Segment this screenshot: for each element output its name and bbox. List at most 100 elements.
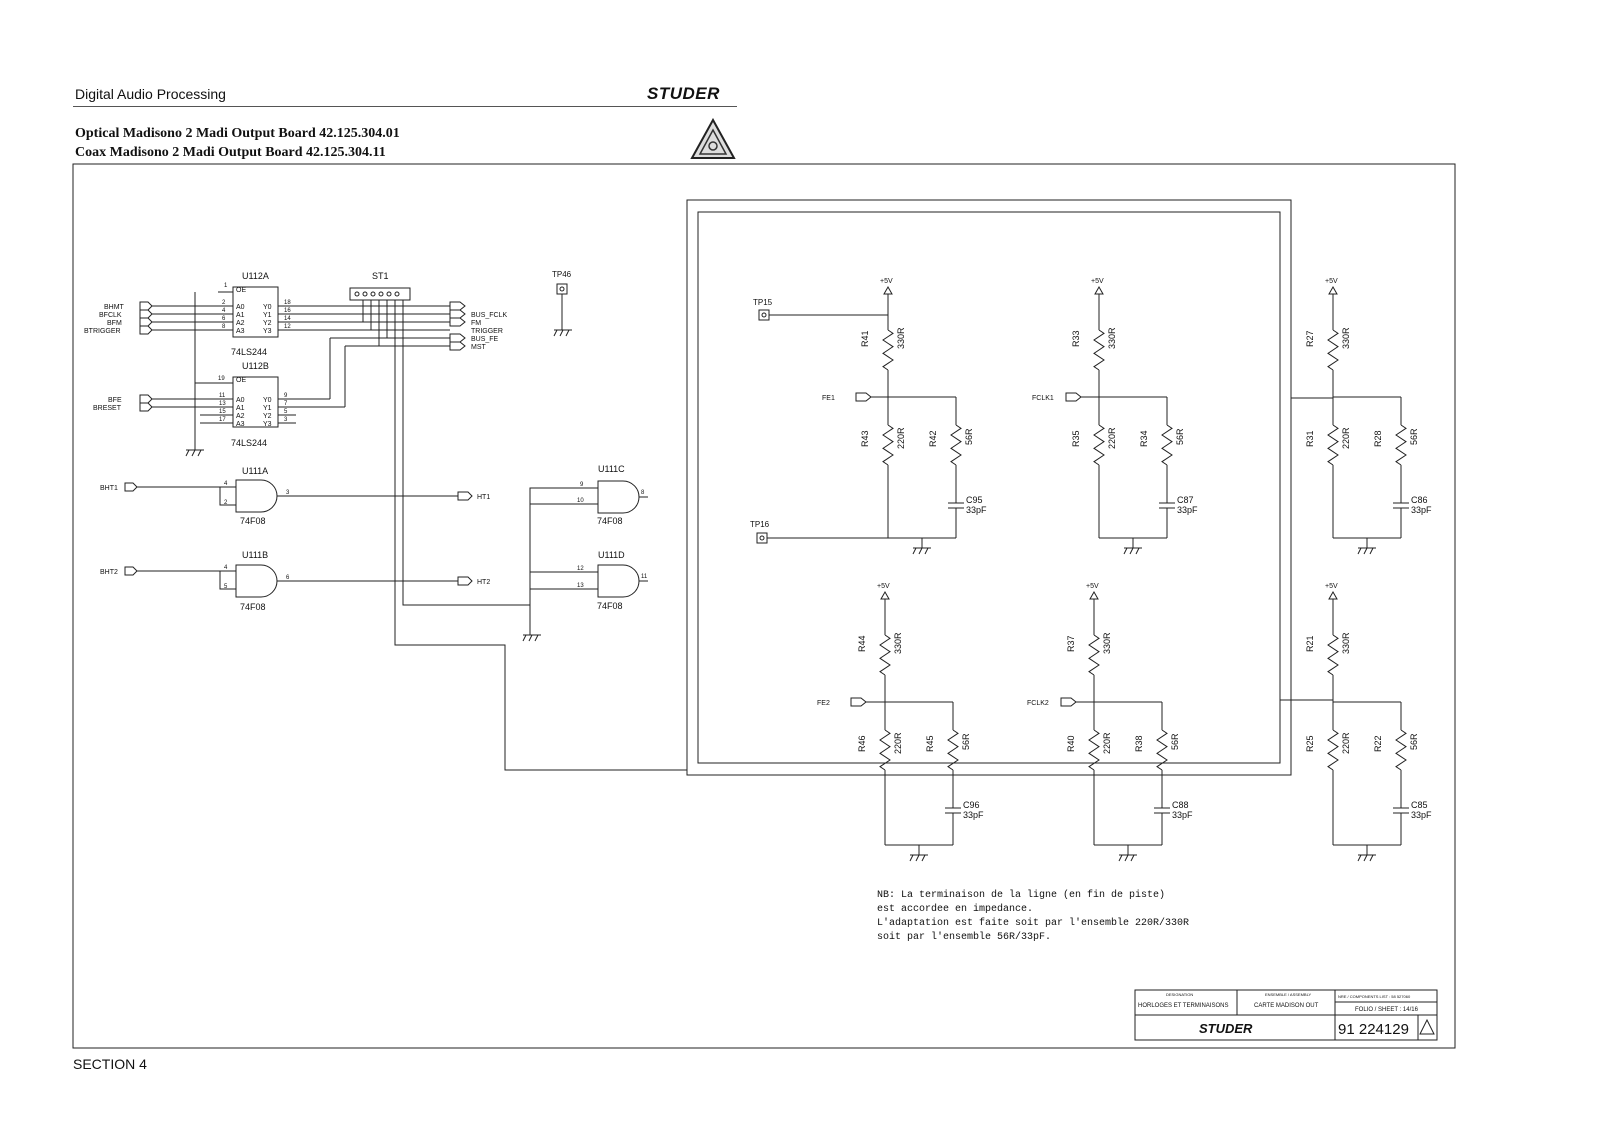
ac-resistor-0 [950, 424, 962, 466]
net-bhmt: BHMT [104, 304, 125, 311]
cap-ref-4: C88 [1172, 800, 1189, 810]
lower-val-5: 220R [1341, 732, 1351, 754]
tp46-label: TP46 [552, 270, 572, 279]
u112b-port-y0: Y0 [263, 397, 272, 404]
lower-ref-4: R40 [1066, 735, 1076, 752]
u112b-port-a1: A1 [236, 405, 245, 412]
u111a-pin-in-0: 4 [224, 481, 228, 487]
u112b-port-a0: A0 [236, 397, 245, 404]
u112a-enable: OE [236, 287, 246, 294]
pullup-ref-3: R44 [857, 635, 867, 652]
ac-ref-5: R22 [1373, 735, 1383, 752]
pullup-resistor-1 [1093, 329, 1105, 371]
lower-ref-1: R35 [1071, 430, 1081, 447]
power-label-0: +5V [880, 278, 893, 285]
pullup-val-4: 330R [1102, 632, 1112, 654]
termination-note: NB: La terminaison de la ligne (en fin d… [877, 889, 1189, 943]
tb-drawing-number: 91 224129 [1338, 1021, 1409, 1038]
ac-resistor-5 [1395, 729, 1407, 771]
lower-val-4: 220R [1102, 732, 1112, 754]
lower-ref-3: R46 [857, 735, 867, 752]
u112b-pin-out-0: 9 [284, 393, 288, 399]
u112a-port-a0: A0 [236, 304, 245, 311]
u112b-enable: OE [236, 377, 246, 384]
and-gate-u111b [124, 564, 473, 598]
u112a-pin-out-2: 14 [284, 316, 291, 322]
st1-out-bus-fe: BUS_FE [471, 336, 499, 343]
studer-logo: STUDER [647, 84, 720, 103]
power-arrow-2 [1328, 285, 1338, 295]
cap-val-0: 33pF [966, 505, 987, 515]
net-bht1: BHT1 [100, 485, 118, 492]
power-label-2: +5V [1325, 278, 1338, 285]
u112b-ref: U112B [242, 361, 269, 371]
tb-components: NRE / COMPONENTS LIST : 58 527060 [1338, 994, 1411, 999]
signal-port-1 [1065, 392, 1082, 402]
pullup-resistor-3 [879, 634, 891, 676]
signal-port-0 [855, 392, 872, 402]
lower-resistor-0 [882, 424, 894, 466]
pullup-val-1: 330R [1107, 327, 1117, 349]
u111c-pin-out: 8 [641, 490, 645, 496]
lower-val-3: 220R [893, 732, 903, 754]
lower-val-1: 220R [1107, 427, 1117, 449]
cap-val-4: 33pF [1172, 810, 1193, 820]
u112b-pin-out-2: 5 [284, 409, 288, 415]
cap-ref-0: C95 [966, 495, 983, 505]
tb-designation-label: DESIGNATION [1166, 992, 1193, 997]
u112a-ref: U112A [242, 271, 269, 281]
pullup-ref-2: R27 [1305, 330, 1315, 347]
pullup-resistor-5 [1327, 634, 1339, 676]
power-label-4: +5V [1086, 583, 1099, 590]
power-label-5: +5V [1325, 583, 1338, 590]
signal-label-1: FCLK1 [1032, 395, 1054, 402]
st1-out-mst: MST [471, 344, 487, 351]
esd-warning-icon [690, 118, 736, 159]
u111b-pin-in-1: 5 [224, 584, 228, 590]
pullup-val-2: 330R [1341, 327, 1351, 349]
tb-assembly: CARTE MADISON OUT [1254, 1003, 1319, 1009]
cap-ref-5: C85 [1411, 800, 1428, 810]
u112b-port-y2: Y2 [263, 413, 272, 420]
u111d-pin-in-1: 13 [577, 583, 584, 589]
note-line-2: est accordee en impedance. [877, 903, 1033, 915]
u111b-pin-in-0: 4 [224, 565, 228, 571]
pullup-ref-4: R37 [1066, 635, 1076, 652]
ac-ref-0: R42 [928, 430, 938, 447]
pullup-val-0: 330R [896, 327, 906, 349]
u112a-pin-out-1: 16 [284, 308, 291, 314]
ground-2 [1357, 538, 1376, 555]
signal-label-3: FE2 [817, 700, 830, 707]
u112a-pin-out-0: 18 [284, 300, 291, 306]
ac-val-5: 56R [1409, 733, 1419, 750]
lower-val-0: 220R [896, 427, 906, 449]
u112b-part: 74LS244 [231, 438, 267, 448]
header-divider [73, 106, 737, 107]
u112a-pin-in-2: 6 [222, 316, 226, 322]
cap-ref-3: C96 [963, 800, 980, 810]
buffer-u112b: U112B 74LS244 OE 19 A0 A1 A2 A3 Y0 Y1 Y2… [93, 292, 450, 450]
st1-ref: ST1 [372, 271, 389, 281]
note-line-3: L'adaptation est faite soit par l'ensemb… [877, 917, 1189, 929]
ground-5 [1357, 845, 1376, 862]
board-title-coax: Coax Madisono 2 Madi Output Board 42.125… [75, 145, 386, 160]
u112b-pin-in-3: 17 [219, 417, 226, 423]
section-title: Digital Audio Processing [75, 86, 226, 102]
u112a-port-y1: Y1 [263, 312, 272, 319]
pullup-ref-0: R41 [860, 330, 870, 347]
tb-designation: HORLOGES ET TERMINAISONS [1138, 1003, 1228, 1009]
and-gate-u111c [529, 480, 648, 635]
drawing-frame [72, 163, 1456, 1049]
ground-3 [909, 845, 928, 862]
and-gate-u111a [124, 479, 473, 513]
tb-brand: STUDER [1199, 1021, 1253, 1036]
lower-resistor-4 [1088, 729, 1100, 771]
lower-resistor-2 [1327, 424, 1339, 466]
u111a-part: 74F08 [240, 516, 266, 526]
u112b-port-y1: Y1 [263, 405, 272, 412]
and-gate-u111d [530, 564, 648, 598]
u111c-part: 74F08 [597, 516, 623, 526]
u111b-ref: U111B [242, 550, 268, 560]
lower-val-2: 220R [1341, 427, 1351, 449]
